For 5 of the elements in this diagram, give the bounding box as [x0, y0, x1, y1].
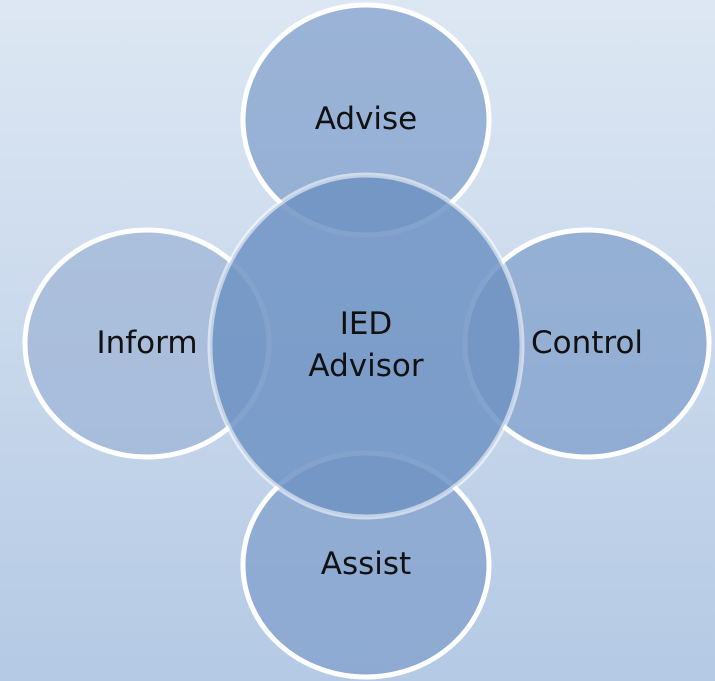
circle-label: Control — [530, 324, 644, 363]
circle-label: Assist — [320, 545, 412, 584]
circle-label: Inform — [96, 324, 198, 363]
circle-label: Advise — [314, 100, 418, 140]
circle-label: IED Advisor — [307, 305, 425, 386]
